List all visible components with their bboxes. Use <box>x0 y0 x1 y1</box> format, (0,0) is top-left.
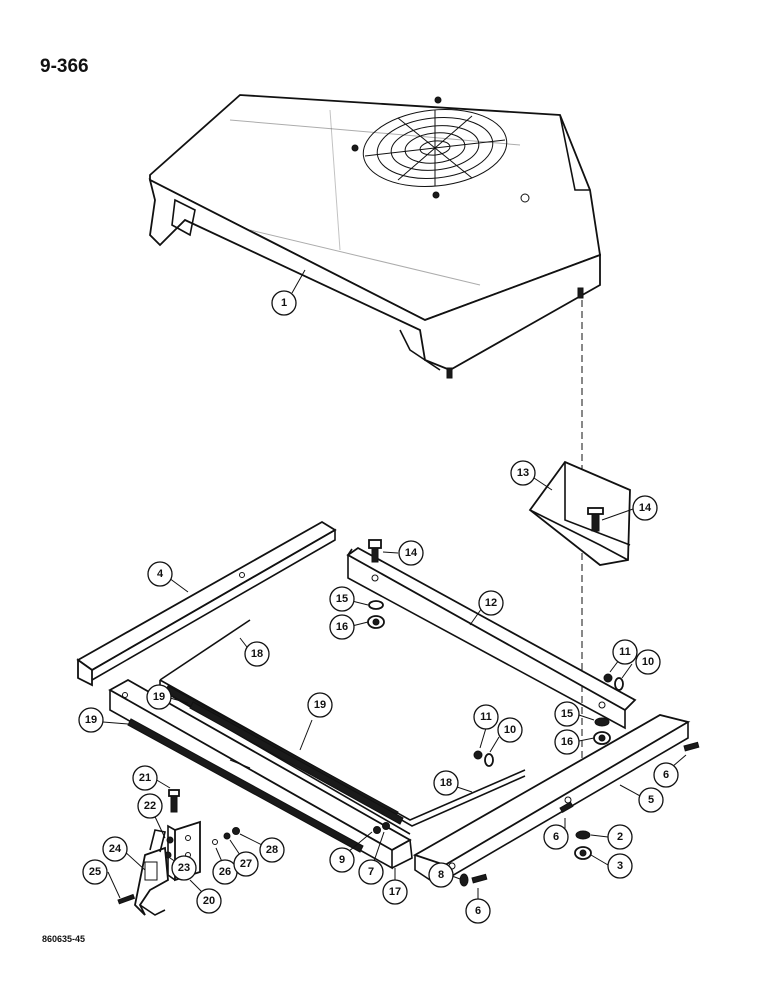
callout-number: 13 <box>517 467 529 479</box>
fasteners <box>168 539 700 887</box>
callout-17: 17 <box>382 879 408 905</box>
callout-number: 6 <box>475 905 481 917</box>
callout-19: 19 <box>78 707 104 733</box>
callout-number: 27 <box>240 858 252 870</box>
callout-number: 17 <box>389 886 401 898</box>
callout-number: 22 <box>144 800 156 812</box>
callout-4: 5 <box>638 787 664 813</box>
callout-15: 15 <box>329 586 355 612</box>
callout-number: 25 <box>89 866 101 878</box>
callout-11: 11 <box>473 704 499 730</box>
callout-18: 18 <box>244 641 270 667</box>
callout-number: 14 <box>405 547 418 559</box>
callout-number: 6 <box>663 769 669 781</box>
callout-number: 15 <box>336 593 348 605</box>
callout-8: 8 <box>428 862 454 888</box>
callout-2: 2 <box>607 824 633 850</box>
callout-20: 20 <box>196 888 222 914</box>
callout-27: 27 <box>233 851 259 877</box>
callout-number: 16 <box>561 736 573 748</box>
callout-number: 23 <box>178 862 190 874</box>
callout-number: 24 <box>109 843 122 855</box>
top-rail <box>76 520 337 687</box>
callout-1: 1 <box>271 290 297 316</box>
callout-25: 25 <box>82 859 108 885</box>
callout-number: 7 <box>368 866 374 878</box>
latch-assembly <box>117 820 240 916</box>
callout-28: 28 <box>259 837 285 863</box>
callout-26: 26 <box>212 859 238 885</box>
callout-number: 10 <box>504 724 516 736</box>
callout-6: 6 <box>653 762 679 788</box>
callout-19: 19 <box>146 684 172 710</box>
callout-number: 20 <box>203 895 215 907</box>
callout-6: 6 <box>543 824 569 850</box>
callout-10: 10 <box>635 649 661 675</box>
callout-number: 5 <box>648 794 654 806</box>
callout-number: 19 <box>314 699 326 711</box>
callout-14: 14 <box>632 495 658 521</box>
callout-5: 4 <box>147 561 173 587</box>
callout-number: 1 <box>281 297 287 309</box>
callout-14: 14 <box>398 540 424 566</box>
callout-number: 3 <box>617 860 623 872</box>
callout-23: 23 <box>171 855 197 881</box>
callout-number: 18 <box>440 777 452 789</box>
callout-number: 2 <box>617 831 623 843</box>
fan-grille <box>351 96 508 199</box>
callout-16: 16 <box>329 614 355 640</box>
callout-24: 24 <box>102 836 128 862</box>
callout-11: 11 <box>612 639 638 665</box>
page-number: 9-366 <box>40 56 89 77</box>
callout-16: 16 <box>554 729 580 755</box>
callout-number: 15 <box>561 708 573 720</box>
callout-19: 19 <box>307 692 333 718</box>
right-rail <box>346 546 637 730</box>
rubber-strips <box>127 685 404 853</box>
callout-number: 26 <box>219 866 231 878</box>
callout-7: 7 <box>358 859 384 885</box>
callout-number: 6 <box>553 831 559 843</box>
callout-number: 9 <box>339 854 345 866</box>
callout-6: 6 <box>465 898 491 924</box>
figure-code: 860635-45 <box>42 934 86 944</box>
callout-12: 12 <box>478 590 504 616</box>
callout-number: 14 <box>639 502 652 514</box>
callout-number: 18 <box>251 648 263 660</box>
callout-number: 11 <box>619 646 631 658</box>
callout-number: 28 <box>266 844 278 856</box>
callout-number: 8 <box>438 869 444 881</box>
callout-number: 16 <box>336 621 348 633</box>
callout-3: 3 <box>607 853 633 879</box>
callout-number: 12 <box>485 597 497 609</box>
callout-13: 13 <box>510 460 536 486</box>
callout-21: 21 <box>132 765 158 791</box>
callout-number: 19 <box>85 714 97 726</box>
callout-15: 15 <box>554 701 580 727</box>
callout-18: 18 <box>433 770 459 796</box>
callout-number: 11 <box>480 711 492 723</box>
callout-number: 19 <box>153 691 165 703</box>
callout-10: 10 <box>497 717 523 743</box>
callout-number: 4 <box>157 568 164 580</box>
angle-bracket <box>528 460 631 566</box>
callout-number: 21 <box>139 772 151 784</box>
callout-22: 22 <box>137 793 163 819</box>
callout-9: 9 <box>329 847 355 873</box>
callout-number: 10 <box>642 656 654 668</box>
cover-hood <box>148 94 602 379</box>
